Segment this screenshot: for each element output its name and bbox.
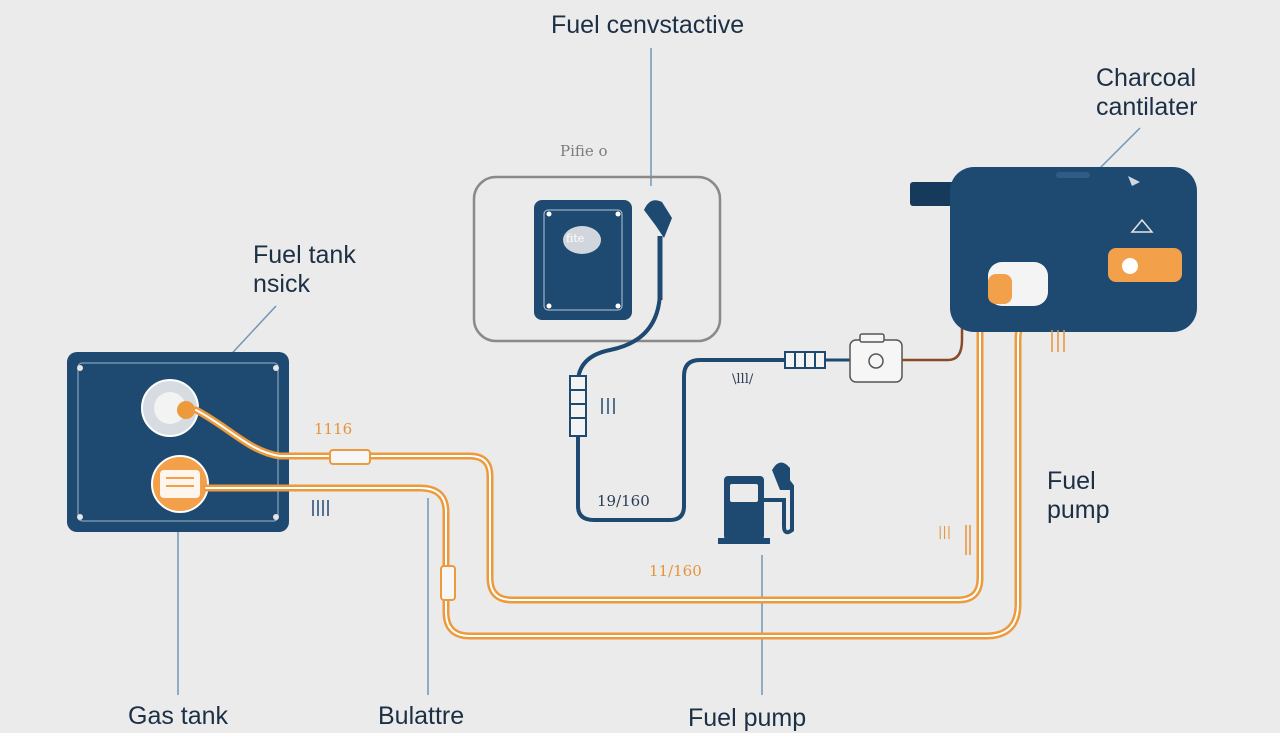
line-mark-left: 1116	[314, 420, 353, 438]
charcoal-canister-body	[910, 167, 1197, 332]
fitting-connector-icon	[440, 565, 456, 601]
vapor-hose	[576, 288, 792, 522]
tick-marks-right	[965, 330, 1065, 555]
label-gas-tank: Gas tank	[128, 702, 229, 730]
canister-port-right	[1108, 248, 1182, 282]
gauge-icon	[563, 226, 601, 254]
line-mark-bottom: 11/160	[649, 562, 702, 580]
filler-neck-gauge-icon	[141, 379, 199, 437]
vertical-mark: |||	[938, 525, 952, 540]
inline-valve-icon	[569, 375, 587, 437]
fuel-pump-icon	[718, 462, 794, 544]
gas-tank-panel	[67, 352, 289, 532]
label-charcoal-canister: Charcoal cantilater	[1096, 64, 1198, 121]
fuel-sender-icon	[151, 455, 209, 513]
spring-coupler-icon	[784, 351, 826, 369]
label-bulattre: Bulattre	[378, 702, 465, 730]
valve-code: 19/160	[597, 492, 650, 510]
purge-valve-icon	[849, 333, 903, 383]
tick-marks-dark	[312, 398, 615, 516]
label-fuel-pump-right: Fuel pump	[1047, 467, 1110, 524]
line-fittings	[329, 449, 456, 601]
device-badge: fite	[566, 232, 585, 245]
filter-mark: Pifie o	[560, 142, 608, 160]
fuel-filter-module	[472, 175, 722, 343]
label-top-title: Fuel cenvstactive	[551, 11, 745, 39]
label-fuel-pump-bottom: Fuel pump	[688, 704, 807, 732]
line-mark-center: \lll/	[732, 372, 754, 387]
fitting-connector-icon	[329, 449, 371, 465]
canister-port-left	[988, 262, 1048, 306]
nozzle-icon	[644, 200, 672, 300]
label-fuel-tank-neck: Fuel tank nsick	[253, 241, 356, 298]
